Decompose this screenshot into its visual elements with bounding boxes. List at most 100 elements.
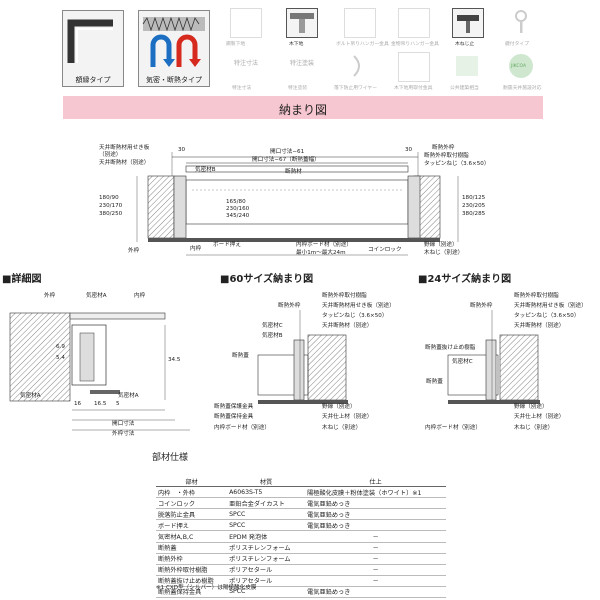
custom-paint-icon: 特注塗装 [290,60,315,67]
detail-dim: 34.5 [168,357,181,363]
main-bottom-label: 外枠 [128,248,140,254]
s60-label: 断熱蓋 [232,353,249,359]
spec-cell: ポリアセタール [227,575,306,587]
size24-section-title: ■24サイズ納まり図 [418,274,512,285]
s24-label: 木ねじ（別途） [514,425,554,431]
detail-section-title: ■詳細図 [2,274,42,285]
s60-label: 天井断熱材（別途） [322,323,373,329]
detail-dim: 6.9 [56,344,65,350]
s24-label: タッピンねじ（3.6×50） [514,313,580,319]
feature-label: 木ねじ止 [455,42,475,47]
main-right-label: 断熱外枠 [432,145,455,151]
s60-label: 内枠ボード材（別途） [214,425,270,431]
public-building-icon [452,52,482,80]
dim-opening: 開口寸法−61 [270,149,305,155]
main-right-dim: 230/205 [462,203,486,209]
spec-header: 仕上 [305,476,446,488]
s60-label: 断熱蓋保護金具 [214,404,254,410]
main-left-label: 天井断熱材（別途） [99,160,150,166]
spec-footnote: ※1 CXD型（シルバー）は陽極酸化皮膜 [156,585,257,591]
main-left-dim: 380/250 [99,211,123,217]
spec-cell: A6063S-T5 [227,486,306,499]
main-bottom-label: 木ねじ（別途） [424,250,464,256]
key-icon [506,8,536,36]
detail-dim: 16 [74,401,82,407]
size60-section-title: ■60サイズ納まり図 [220,274,314,285]
s24-label: 天井仕上材（別途） [514,414,565,420]
detail-label: 気密材A [118,393,139,399]
main-bottom-label: 内枠 [190,246,202,252]
s24-label: 断熱蓋抜け止め樹脂 [425,345,476,351]
s24-label: 天井断熱材用せき板（別途） [514,303,587,309]
spec-cell: ポリスチレンフォーム [227,542,306,554]
main-left-label: （別途） [99,152,122,158]
detail-label: 気密材A [20,393,41,399]
spec-cell: 断熱外枠 [156,553,228,565]
table-row: コインロック亜鉛合金ダイカスト電気亜鉛めっき [156,497,446,510]
spec-cell: ポリアセタール [227,564,306,576]
s60-label: 断熱蓋保持金具 [214,414,254,420]
frame-type-card[interactable]: 額縁タイプ [62,10,124,87]
custom-size-icon: 特注寸法 [234,60,259,67]
feature-label: 特注塗装 [288,86,308,91]
main-left-label: 断熱材 [285,169,302,175]
dim-open-insul: 開口寸法−67（断熱蓋幅） [252,157,320,163]
detail-dim: 5.4 [56,355,65,361]
spec-header-row: 部材 材質 仕上 [156,476,446,488]
spec-cell: 気密材A,B,C [156,530,228,543]
spec-cell: 電気亜鉛めっき [305,497,446,510]
spec-cell: ポリスチレンフォーム [227,553,306,565]
spec-cell: 電気亜鉛めっき [305,508,446,521]
detail-dim: 5 [116,401,120,407]
detail-label: 外枠 [44,293,56,299]
s24-label: 気密材C [452,359,473,365]
main-bottom-label: ボード押え [213,242,241,248]
main-left-dim: 180/90 [99,195,119,201]
main-bottom-label: 野縁（別途） [424,242,458,248]
spec-cell: － [305,542,446,554]
table-row: 断熱蓋ポリスチレンフォーム－ [156,542,446,554]
spec-cell: 脱落防止金具 [156,508,228,521]
insulation-type-card[interactable]: 気密・断熱タイプ [138,10,210,87]
main-right-dim: 380/285 [462,211,486,217]
dim-30-left: 30 [178,147,186,153]
main-bottom-label: 内枠ボード材（別途） [296,242,352,248]
fall-wire-icon [344,52,374,80]
spec-cell: － [305,564,446,576]
feature-label: 落下防止用ワイヤー [334,86,378,91]
detail-dim: 外枠寸法 [112,431,135,437]
table-row: 断熱外枠取付樹脂ポリアセタール－ [156,564,446,576]
spec-cell: 断熱外枠取付樹脂 [156,564,228,576]
main-bottom-label: 最小1m～最大24m [296,250,346,256]
s60-label: 木ねじ（別途） [322,425,362,431]
wood-base-icon [286,8,318,38]
s60-label: 気密材B [262,333,283,339]
spec-cell: SPCC [227,586,306,599]
bolt-hanger-icon [344,8,376,38]
feature-label: 鋼製下地 [226,42,246,47]
s60-label: 断熱外枠 [278,303,301,309]
table-row: 断熱外枠ポリスチレンフォーム－ [156,553,446,565]
feature-label: 木下地 [289,42,304,47]
section-banner: 納まり図 [63,96,543,119]
feature-label: 特注寸法 [232,86,252,91]
insulation-type-label: 気密・断熱タイプ [146,76,202,84]
spec-cell: － [305,530,446,543]
spec-cell: 内枠 ・外枠 [156,486,228,499]
spec-cell: SPCC [227,519,306,532]
steel-base-icon [230,8,262,38]
feature-label: 木下地用取付金具 [394,86,433,91]
feature-label: ボルト吊りハンガー金具 [336,42,389,47]
s60-label: 天井断熱材用せき板（別途） [322,303,395,309]
feature-label: 鍵付タイプ [505,42,529,47]
s60-label: 断熱外枠取付樹脂 [322,293,367,299]
main-left-label: 気密材B [195,167,216,173]
main-inner-dim: 230/160 [226,206,250,212]
